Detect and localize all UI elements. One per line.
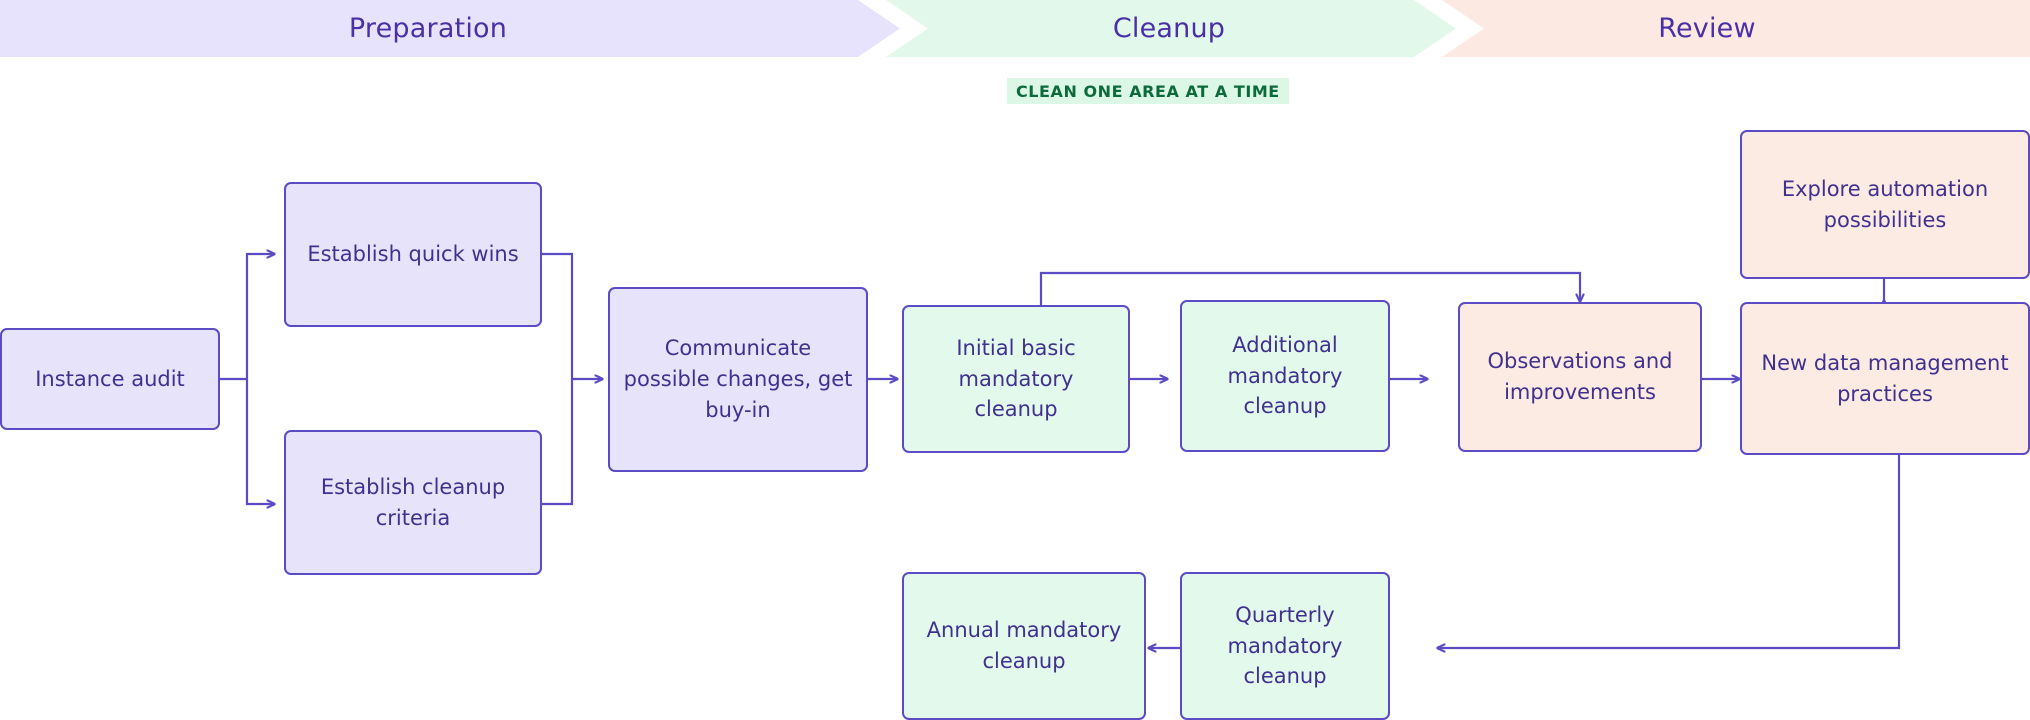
node-label-communicate-changes: Communicate possible changes, get buy-in: [623, 336, 853, 422]
node-label-establish-quick-wins: Establish quick wins: [307, 242, 519, 267]
node-label-observations-improvements: Observations and improvements: [1487, 349, 1673, 404]
node-initial-basic-cleanup[interactable]: Initial basic mandatory cleanup: [902, 305, 1130, 453]
node-label-additional-cleanup: Additional mandatory cleanup: [1227, 332, 1343, 419]
node-additional-cleanup[interactable]: Additional mandatory cleanup: [1180, 300, 1390, 452]
phase-label-review: Review: [1658, 13, 1756, 44]
node-new-data-practices[interactable]: New data management practices: [1740, 302, 2030, 455]
node-instance-audit[interactable]: Instance audit: [0, 328, 220, 430]
edge-instance-audit-to-quick-wins: [245, 254, 275, 379]
node-quarterly-cleanup[interactable]: Quarterly mandatory cleanup: [1180, 572, 1390, 720]
node-observations-improvements[interactable]: Observations and improvements: [1458, 302, 1702, 452]
node-label-instance-audit: Instance audit: [35, 366, 185, 391]
callout-label: CLEAN ONE AREA AT A TIME: [1016, 81, 1280, 101]
callout-clean-one-area: CLEAN ONE AREA AT A TIME: [1007, 78, 1289, 104]
node-establish-quick-wins[interactable]: Establish quick wins: [284, 182, 542, 327]
node-label-annual-cleanup: Annual mandatory cleanup: [926, 618, 1122, 673]
phase-label-preparation: Preparation: [348, 13, 508, 44]
node-label-new-data-practices: New data management practices: [1761, 350, 2009, 406]
node-label-explore-automation: Explore automation possibilities: [1781, 176, 1989, 232]
node-label-initial-basic-cleanup: Initial basic mandatory cleanup: [956, 335, 1076, 422]
phase-band-preparation: Preparation: [0, 0, 900, 57]
edge-quick-wins-to-communicate: [542, 252, 574, 379]
node-annual-cleanup[interactable]: Annual mandatory cleanup: [902, 572, 1146, 720]
phase-label-cleanup: Cleanup: [1112, 13, 1226, 44]
phase-band-cleanup: Cleanup: [886, 0, 1456, 57]
edge-instance-audit-to-cleanup-criteria: [245, 379, 275, 504]
node-label-establish-cleanup-criteria: Establish cleanup criteria: [320, 474, 506, 530]
node-explore-automation[interactable]: Explore automation possibilities: [1740, 130, 2030, 279]
node-establish-cleanup-criteria[interactable]: Establish cleanup criteria: [284, 430, 542, 575]
edge-cleanup-criteria-to-communicate: [542, 379, 574, 506]
node-communicate-changes[interactable]: Communicate possible changes, get buy-in: [608, 287, 868, 472]
node-label-quarterly-cleanup: Quarterly mandatory cleanup: [1227, 602, 1343, 689]
edge-new-practices-to-quarterly: [1437, 455, 1901, 648]
phase-band-review: Review: [1442, 0, 2030, 57]
